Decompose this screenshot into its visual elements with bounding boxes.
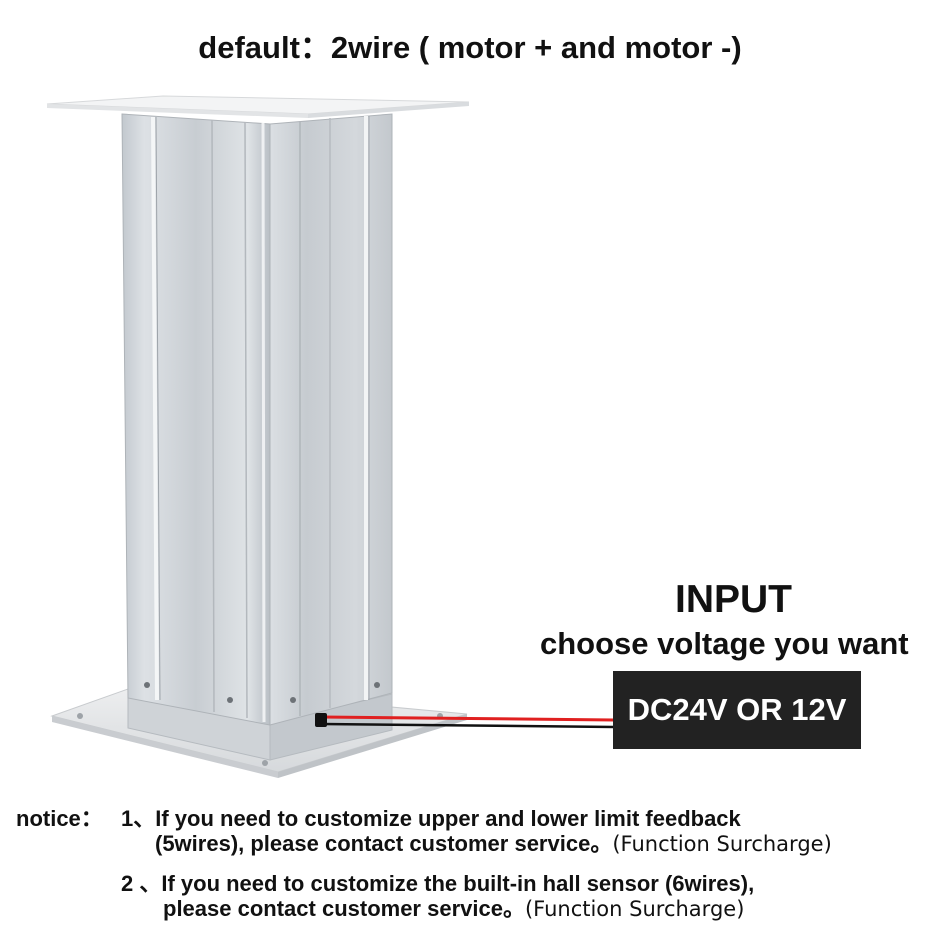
notice-item-2-line-2: please contact customer service。(Functio… — [163, 891, 744, 923]
notice-item-1-line-2: (5wires), please contact customer servic… — [155, 826, 832, 858]
notice-item-1-surcharge: (Function Surcharge) — [612, 832, 832, 856]
notice-item-1-text: (5wires), please contact customer servic… — [155, 831, 613, 856]
wire-connector-icon — [315, 713, 327, 727]
input-title: INPUT — [675, 578, 792, 621]
notice-item-1-line-1: 1、If you need to customize upper and low… — [121, 806, 741, 831]
voltage-text: DC24V OR 12V — [627, 692, 847, 727]
notice-label: notice： — [16, 806, 103, 831]
notice-item-2-text: please contact customer service。 — [163, 896, 525, 921]
input-subtitle: choose voltage you want — [540, 626, 909, 661]
notice-item-2-line-1: 2 、If you need to customize the built-in… — [121, 871, 755, 896]
notice-item-2-surcharge: (Function Surcharge) — [524, 897, 745, 921]
page-title: default：2wire ( motor + and motor -) — [198, 30, 742, 65]
top-plate — [46, 95, 470, 118]
voltage-label: DC24V OR 12V — [613, 671, 861, 749]
column-body — [121, 113, 393, 726]
power-wires — [315, 713, 615, 729]
